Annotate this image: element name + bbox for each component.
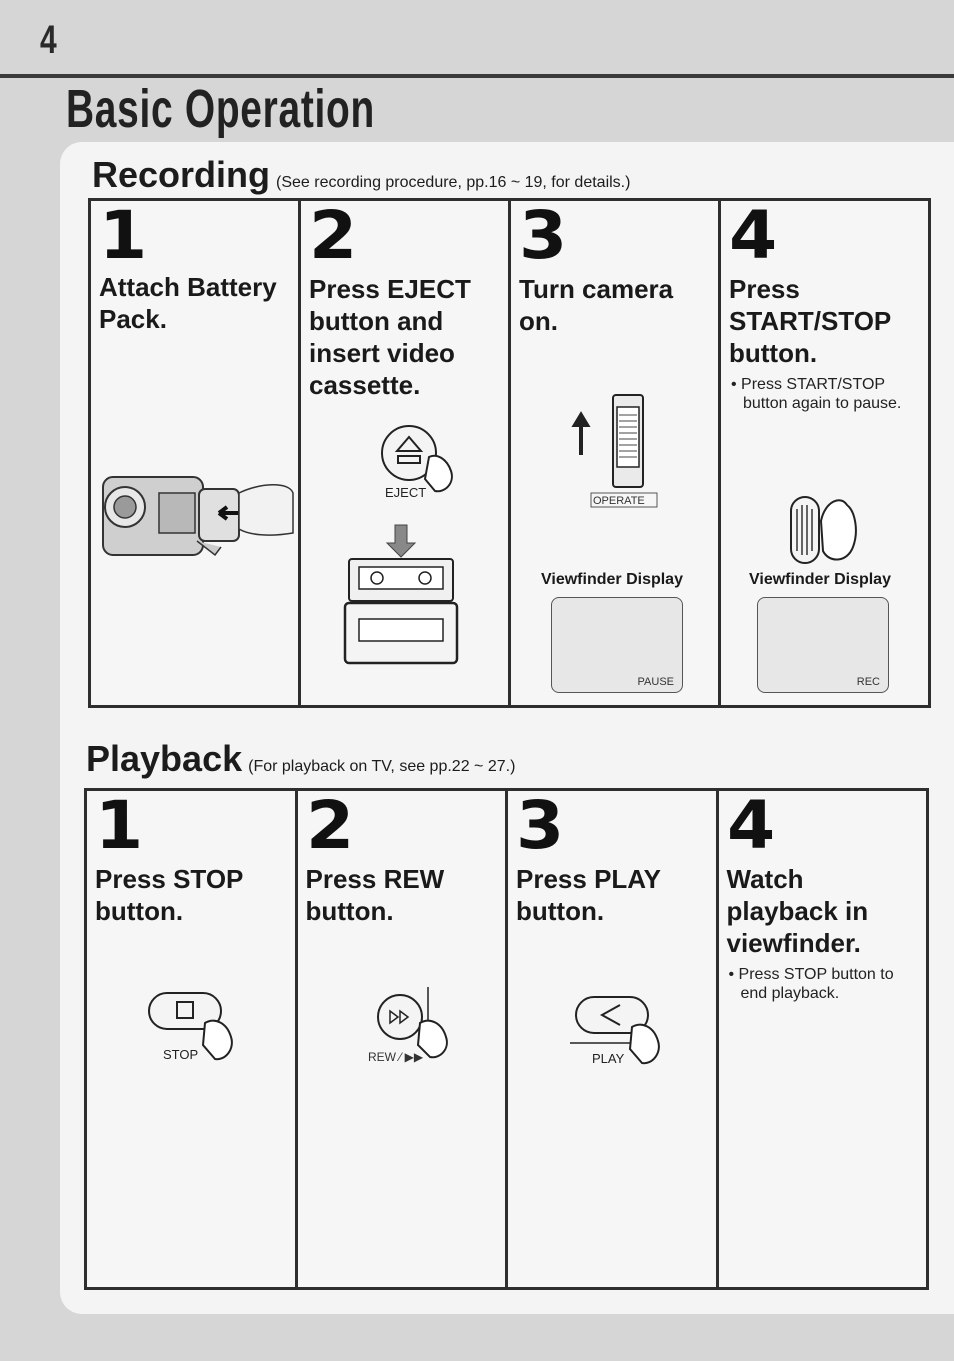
playback-heading: Playback (For playback on TV, see pp.22 ~… bbox=[86, 738, 515, 780]
playback-step-2: 2 Press REW button. REW ⁄ ▶▶ bbox=[298, 787, 508, 1287]
rew-label: REW ⁄ ▶▶ bbox=[368, 1050, 424, 1064]
step-number: 3 bbox=[519, 197, 568, 274]
playback-steps: 1 Press STOP button. STOP 2 Press REW bu… bbox=[84, 788, 929, 1290]
start-stop-button-icon bbox=[790, 496, 857, 564]
step-title: Press START/STOP button. bbox=[729, 274, 891, 368]
play-button-icon: PLAY bbox=[570, 996, 660, 1066]
rew-button-icon: REW ⁄ ▶▶ bbox=[368, 987, 448, 1064]
viewfinder-display: REC bbox=[757, 597, 889, 693]
eject-button-icon: EJECT bbox=[381, 425, 453, 500]
cassette-insert-icon bbox=[343, 524, 459, 665]
step-number: 3 bbox=[516, 787, 565, 864]
operate-label: OPERATE bbox=[593, 495, 645, 507]
step-title: Press STOP button. bbox=[95, 864, 243, 926]
step-title: Turn camera on. bbox=[519, 274, 674, 336]
step-note: • Press START/STOP button again to pause… bbox=[731, 376, 902, 412]
viewfinder-display: PAUSE bbox=[551, 597, 683, 693]
eject-label: EJECT bbox=[385, 485, 426, 500]
playback-step-4: 4 Watch playback in viewfinder. • Press … bbox=[719, 791, 927, 1287]
viewfinder-label: Viewfinder Display bbox=[749, 571, 891, 588]
playback-note: (For playback on TV, see pp.22 ~ 27.) bbox=[248, 758, 516, 775]
step-title: Press EJECT button and insert video cass… bbox=[309, 274, 471, 400]
playback-step-3: 3 Press PLAY button. PLAY bbox=[508, 791, 719, 1287]
recording-step-2: 2 Press EJECT button and insert video ca… bbox=[301, 201, 511, 705]
step-title: Press REW button. bbox=[305, 864, 445, 926]
recording-step-1: 1 Attach Battery Pack. bbox=[91, 201, 301, 705]
stop-label: STOP bbox=[163, 1047, 198, 1062]
viewfinder-label: Viewfinder Display bbox=[541, 571, 683, 588]
top-rule bbox=[0, 74, 954, 78]
recording-steps: 1 Attach Battery Pack. 2 Press EJECT but… bbox=[88, 198, 931, 708]
step-title: Attach Battery Pack. bbox=[99, 272, 277, 334]
viewfinder-status: REC bbox=[856, 676, 880, 688]
page-title: Basic Operation bbox=[66, 79, 375, 139]
recording-step-4: 4 Press START/STOP button. • Press START… bbox=[721, 201, 928, 705]
recording-title: Recording bbox=[92, 154, 271, 195]
playback-step-1: 1 Press STOP button. STOP bbox=[87, 791, 298, 1287]
step-number: 2 bbox=[309, 197, 358, 274]
step-number: 2 bbox=[305, 787, 354, 864]
step-title: Press PLAY button. bbox=[516, 864, 661, 926]
page-number: 4 bbox=[40, 18, 57, 62]
recording-heading: Recording (See recording procedure, pp.16… bbox=[92, 154, 630, 196]
recording-note: (See recording procedure, pp.16 ~ 19, fo… bbox=[276, 174, 631, 191]
step-number: 1 bbox=[99, 197, 148, 274]
camcorder-battery-icon bbox=[102, 476, 294, 557]
step-number: 1 bbox=[95, 787, 144, 864]
play-label: PLAY bbox=[592, 1051, 625, 1066]
step-number: 4 bbox=[726, 787, 775, 864]
step-note: • Press STOP button to end playback. bbox=[728, 966, 894, 1002]
step-title: Watch playback in viewfinder. bbox=[726, 864, 869, 958]
operate-switch-icon: OPERATE bbox=[571, 394, 658, 508]
viewfinder-status: PAUSE bbox=[637, 676, 674, 688]
recording-step-3: 3 Turn camera on. OPERATE Viewfinder Dis… bbox=[511, 201, 721, 705]
stop-button-icon: STOP bbox=[148, 992, 233, 1062]
playback-title: Playback bbox=[86, 738, 243, 779]
step-number: 4 bbox=[729, 197, 778, 274]
